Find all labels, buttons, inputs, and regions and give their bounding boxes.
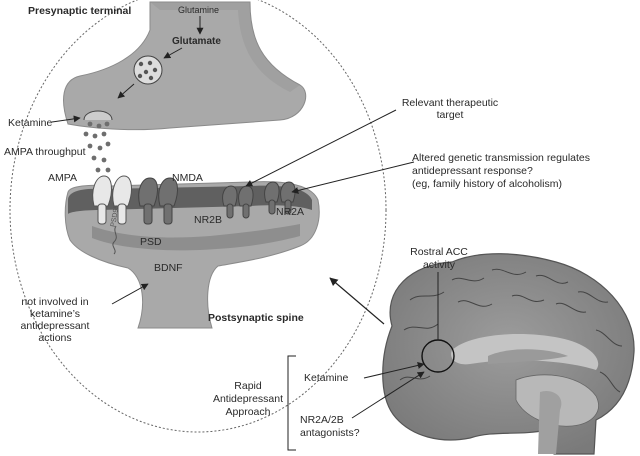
release-vesicle	[83, 110, 113, 121]
bdnf-note-line3: antidepressant	[20, 320, 90, 332]
released-glutamate-dots	[83, 121, 111, 183]
nmda-receptors	[138, 177, 178, 225]
approach-line3: Approach	[225, 406, 271, 418]
glutamate-vesicle	[133, 55, 163, 85]
glutamate-label: Glutamate	[172, 36, 221, 47]
therapeutic-target-text: Relevant therapeutic target	[401, 97, 499, 121]
bdnf-note-line1: not involved in	[21, 296, 89, 308]
ketamine-label: Ketamine	[8, 117, 53, 129]
postsynaptic-spine-shape	[64, 181, 320, 329]
postsynaptic-spine-title: Postsynaptic spine	[208, 312, 304, 324]
genetic-note-line1: Altered genetic transmission regulates	[412, 152, 591, 164]
psd-label: PSD	[140, 236, 162, 248]
ampa-label: AMPA	[48, 172, 77, 184]
nmda-label: NMDA	[172, 172, 203, 184]
genetic-note-line2: antidepressant response?	[412, 165, 533, 177]
rostral-acc-line2: activity	[422, 259, 456, 271]
antagonists-line2: antagonists?	[300, 427, 360, 439]
bdnf-note-line2: ketamine’s	[30, 308, 80, 320]
nr2a-label: NR2A	[276, 206, 305, 218]
approach-line2: Antidepressant	[212, 393, 284, 405]
bdnf-label: BDNF	[154, 262, 183, 274]
bdnf-note-line4: actions	[38, 332, 72, 344]
brain-illustration	[382, 253, 635, 455]
nr2b-receptors	[222, 185, 254, 219]
nr2a-receptors	[264, 181, 296, 215]
approach-bracket	[287, 355, 296, 451]
psd-region	[92, 224, 300, 251]
antagonists-line1: NR2A/2B	[300, 414, 344, 426]
ampa-receptors	[92, 175, 132, 225]
rostral-acc-line1: Rostral ACC	[410, 246, 468, 258]
brain-ketamine-label: Ketamine	[304, 372, 349, 384]
synapse-boundary-circle	[9, 0, 387, 433]
glutamine-label: Glutamine	[178, 5, 220, 15]
approach-line1: Rapid	[234, 380, 262, 392]
presynaptic-terminal-title: Presynaptic terminal	[28, 5, 132, 17]
nr2b-label: NR2B	[194, 214, 223, 226]
genetic-note-line3: (eg, family history of alcoholism)	[412, 178, 562, 190]
therapeutic-target-note: Relevant therapeutic target	[390, 97, 510, 121]
ampa-throughput-label: AMPA throughput	[4, 146, 86, 158]
